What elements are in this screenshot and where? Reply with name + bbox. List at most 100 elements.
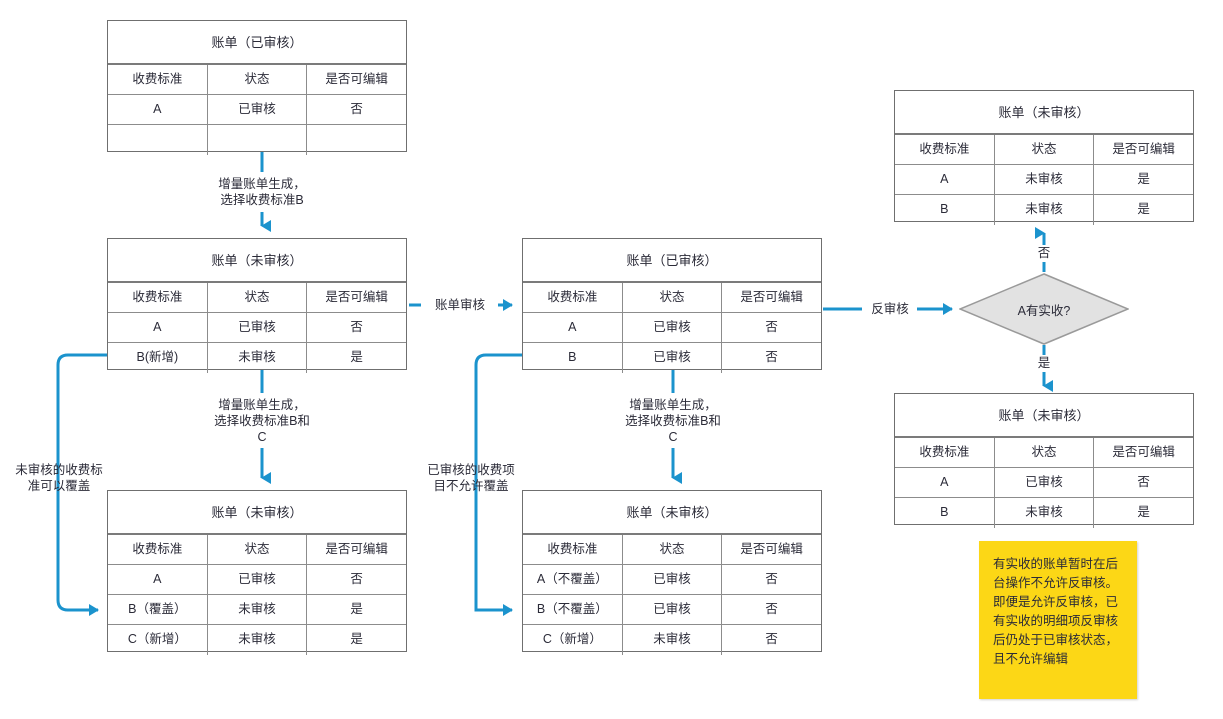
- edge-label-decision-no: 否: [1037, 246, 1051, 260]
- table-header-row: 收费标准 状态 是否可编辑: [108, 65, 406, 95]
- header-cell-standard: 收费标准: [523, 535, 623, 564]
- header-cell-editable: 是否可编辑: [325, 290, 388, 304]
- header-cell-status: 状态: [623, 535, 723, 564]
- table-header-row: 收费标准 状态 是否可编辑: [523, 535, 821, 565]
- header-cell-status: 状态: [623, 283, 723, 312]
- cell-standard: A: [108, 565, 208, 594]
- table-row: B 未审核 是: [895, 195, 1193, 225]
- cell-standard: B: [523, 343, 623, 373]
- decision-label: A有实收?: [1017, 303, 1071, 318]
- table-row: B(新增) 未审核 是: [108, 343, 406, 373]
- cell-standard: B: [895, 498, 995, 528]
- table-title: 账单（未审核）: [108, 239, 406, 283]
- cell-standard: B(新增): [108, 343, 208, 373]
- edge-label-bill-audit: 账单审核: [434, 298, 485, 312]
- header-cell-standard: 收费标准: [108, 535, 208, 564]
- header-cell-editable: 是否可编辑: [325, 72, 388, 86]
- sticky-note-warning: 有实收的账单暂时在后 台操作不允许反审核。 即便是允许反审核，已 有实收的明细项…: [979, 541, 1137, 699]
- header-cell-status: 状态: [208, 283, 308, 312]
- cell-standard: [108, 125, 208, 155]
- cell-status: 已审核: [995, 468, 1095, 497]
- decision-outline: [959, 273, 1129, 345]
- table-bill-unaudited-b-overwritten-c-added: 账单（未审核） 收费标准 状态 是否可编辑 A 已审核 否 B（覆盖） 未审核 …: [107, 490, 407, 655]
- header-cell-standard: 收费标准: [895, 135, 995, 164]
- edge-label-decision-yes: 是: [1037, 356, 1051, 370]
- header-cell-editable: 是否可编辑: [1112, 445, 1175, 459]
- edge-label-unaudit: 反审核: [871, 302, 909, 316]
- table-row: A 已审核 否: [895, 468, 1193, 498]
- cell-standard: B（不覆盖）: [523, 595, 623, 624]
- table-title: 账单（已审核）: [108, 21, 406, 65]
- cell-status: 已审核: [623, 565, 723, 594]
- table-row: A 已审核 否: [108, 565, 406, 595]
- table-row: A（不覆盖） 已审核 否: [523, 565, 821, 595]
- table-row: B（不覆盖） 已审核 否: [523, 595, 821, 625]
- cell-editable: 否: [765, 602, 778, 616]
- cell-editable: 是: [1137, 172, 1150, 186]
- table-title: 账单（未审核）: [895, 91, 1193, 135]
- cell-standard: C（新增）: [523, 625, 623, 655]
- cell-standard: C（新增）: [108, 625, 208, 655]
- table-row: [108, 125, 406, 155]
- cell-status: 已审核: [208, 313, 308, 342]
- edge-label-unaudited-overwritable: 未审核的收费标 准可以覆盖: [15, 463, 103, 493]
- table-title: 账单（未审核）: [523, 491, 821, 535]
- cell-editable: 否: [765, 350, 778, 364]
- edge-label-audited-not-overwritable: 已审核的收费项 目不允许覆盖: [427, 463, 515, 493]
- cell-editable: 是: [350, 632, 363, 646]
- cell-standard: B: [895, 195, 995, 225]
- table-row: B 已审核 否: [523, 343, 821, 373]
- cell-status: 未审核: [208, 595, 308, 624]
- cell-status: 已审核: [208, 565, 308, 594]
- cell-standard: A: [895, 468, 995, 497]
- header-cell-editable: 是否可编辑: [325, 542, 388, 556]
- table-bill-unaudited-with-b: 账单（未审核） 收费标准 状态 是否可编辑 A 已审核 否 B(新增) 未审核 …: [107, 238, 407, 373]
- cell-status: 已审核: [623, 595, 723, 624]
- edge-label-incremental-bc-left: 增量账单生成， 选择收费标准B和 C: [214, 398, 310, 444]
- header-cell-status: 状态: [208, 65, 308, 94]
- header-cell-status: 状态: [995, 135, 1095, 164]
- cell-editable: [307, 125, 406, 155]
- table-bill-audited-initial: 账单（已审核） 收费标准 状态 是否可编辑 A 已审核 否: [107, 20, 407, 155]
- table-row: A 已审核 否: [108, 95, 406, 125]
- cell-editable: 否: [1137, 475, 1150, 489]
- cell-editable: 否: [765, 572, 778, 586]
- cell-editable: 否: [765, 632, 778, 646]
- header-cell-editable: 是否可编辑: [1112, 142, 1175, 156]
- cell-standard: A: [108, 95, 208, 124]
- cell-standard: B（覆盖）: [108, 595, 208, 624]
- table-row: C（新增） 未审核 是: [108, 625, 406, 655]
- table-row: A 未审核 是: [895, 165, 1193, 195]
- header-cell-editable: 是否可编辑: [740, 290, 803, 304]
- cell-status: 未审核: [995, 165, 1095, 194]
- table-bill-audited-a-b: 账单（已审核） 收费标准 状态 是否可编辑 A 已审核 否 B 已审核 否: [522, 238, 822, 373]
- table-row: A 已审核 否: [108, 313, 406, 343]
- cell-editable: 否: [350, 320, 363, 334]
- table-bill-unaudited-right-top: 账单（未审核） 收费标准 状态 是否可编辑 A 未审核 是 B 未审核 是: [894, 90, 1194, 225]
- cell-editable: 否: [350, 572, 363, 586]
- cell-editable: 否: [765, 320, 778, 334]
- table-header-row: 收费标准 状态 是否可编辑: [108, 535, 406, 565]
- table-row: B 未审核 是: [895, 498, 1193, 528]
- table-header-row: 收费标准 状态 是否可编辑: [895, 438, 1193, 468]
- cell-standard: A（不覆盖）: [523, 565, 623, 594]
- cell-standard: A: [523, 313, 623, 342]
- header-cell-status: 状态: [208, 535, 308, 564]
- table-title: 账单（已审核）: [523, 239, 821, 283]
- table-bill-unaudited-right-bottom: 账单（未审核） 收费标准 状态 是否可编辑 A 已审核 否 B 未审核 是: [894, 393, 1194, 528]
- cell-editable: 是: [350, 350, 363, 364]
- table-row: B（覆盖） 未审核 是: [108, 595, 406, 625]
- cell-standard: A: [895, 165, 995, 194]
- edge-label-incremental-bc-middle: 增量账单生成， 选择收费标准B和 C: [625, 398, 721, 444]
- cell-status: 未审核: [208, 625, 308, 655]
- cell-status: 已审核: [208, 95, 308, 124]
- header-cell-standard: 收费标准: [523, 283, 623, 312]
- table-header-row: 收费标准 状态 是否可编辑: [895, 135, 1193, 165]
- cell-editable: 是: [350, 602, 363, 616]
- table-header-row: 收费标准 状态 是否可编辑: [523, 283, 821, 313]
- header-cell-status: 状态: [995, 438, 1095, 467]
- cell-status: [208, 125, 308, 155]
- decision-a-has-payment: A有实收?: [959, 273, 1129, 345]
- header-cell-standard: 收费标准: [895, 438, 995, 467]
